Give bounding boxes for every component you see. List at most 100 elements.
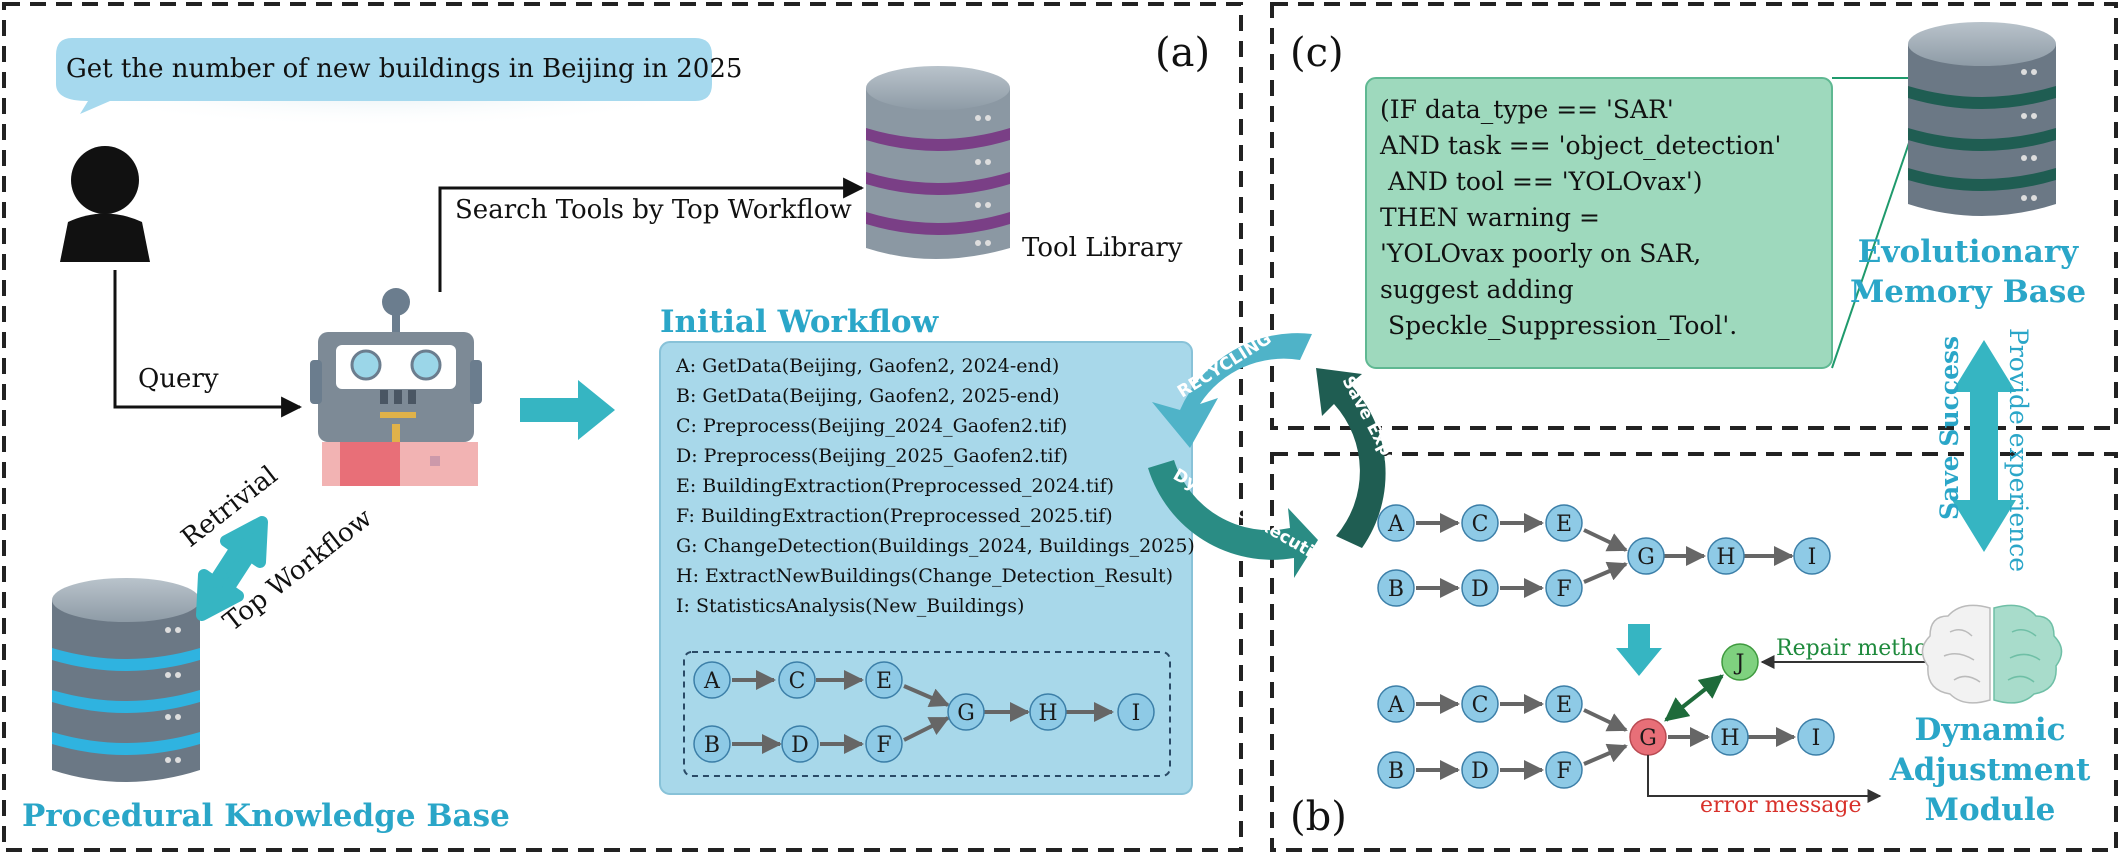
search-tools-arrow [438,177,865,292]
retrieval-double-arrow [196,516,268,621]
svg-text:A: A [703,669,721,694]
workflow-graph-frame [683,651,1171,777]
svg-text:F: F [876,733,891,758]
svg-text:F: F [1556,759,1571,784]
svg-text:A: A [1387,693,1405,718]
save-experience-arrow [1316,368,1386,548]
dynamic-adjustment-label-line1: Dynamic [1915,712,2066,748]
panel-label-a: (a) [1155,30,1210,76]
svg-text:D: D [791,733,809,758]
save-experience-label: Save Experience [1338,373,1430,522]
svg-text:D: D [1471,577,1489,602]
workflow-step: G: ChangeDetection(Buildings_2024, Build… [676,535,1195,557]
svg-text:J: J [1734,651,1745,676]
node-B: B [1377,569,1415,607]
workflow-step: B: GetData(Beijing, Gaofen2, 2025-end) [676,385,1060,407]
svg-text:H: H [1720,726,1739,751]
svg-text:H: H [1716,545,1735,570]
rule-line: AND task == 'object_detection' [1379,131,1781,160]
workflow-graph-b-top-nodes: A C E B D F G H I [1377,504,1831,607]
svg-text:B: B [1388,759,1404,784]
svg-text:C: C [1472,693,1489,718]
node-D: D [1461,751,1499,789]
node-A: A [1377,504,1415,542]
panel-label-b: (b) [1290,794,1347,840]
workflow-graph-a-nodes: A C E B D F G H I [693,661,1155,763]
workflow-step: F: BuildingExtraction(Preprocessed_2025.… [676,505,1113,527]
node-D: D [1461,569,1499,607]
dynamic-adjustment-label-line3: Module [1925,792,2056,828]
svg-text:H: H [1038,701,1057,726]
svg-text:E: E [876,669,892,694]
error-message-label: error message [1700,793,1862,818]
svg-text:B: B [1388,577,1404,602]
node-I: I [1797,718,1835,756]
node-B: B [1377,751,1415,789]
rule-line: suggest adding [1380,275,1574,304]
svg-text:D: D [1471,759,1489,784]
tool-library-database-icon [866,66,1010,259]
workflow-step: D: Preprocess(Beijing_2025_Gaofen2.tif) [676,445,1068,467]
query-bubble-text: Get the number of new buildings in Beiji… [66,54,742,84]
workflow-step: C: Preprocess(Beijing_2024_Gaofen2.tif) [676,415,1067,437]
workflow-graph-b-top-edges [1416,513,1794,598]
node-I: I [1117,693,1155,731]
procedural-kb-database-icon [52,578,200,782]
svg-text:A: A [1387,512,1405,537]
workflow-graph-a [732,670,1114,754]
node-H: H [1711,718,1749,756]
node-F: F [865,725,903,763]
svg-text:C: C [789,669,806,694]
recycling-arrow [1152,333,1312,448]
rule-line: AND tool == 'YOLOvax') [1380,167,1703,196]
svg-text:G: G [957,701,975,726]
node-F: F [1545,751,1583,789]
evolutionary-memory-label-line1: Evolutionary [1858,234,2079,270]
to-workflow-arrow [520,380,615,440]
robot-icon [310,288,482,486]
node-C: C [778,661,816,699]
rule-box [1365,77,1833,369]
rule-line: 'YOLOvax poorly on SAR, [1380,239,1701,268]
down-arrow [1616,624,1662,676]
node-E: E [865,661,903,699]
node-H: H [1029,693,1067,731]
search-tools-label: Search Tools by Top Workflow [455,195,852,225]
g-j-double-arrow [1664,674,1724,722]
node-G: G [1627,537,1665,575]
node-D: D [781,725,819,763]
node-C: C [1461,504,1499,542]
node-A: A [693,661,731,699]
node-I: I [1793,537,1831,575]
query-arrow [113,270,303,418]
svg-text:I: I [1132,701,1141,726]
evolutionary-memory-database-icon [1908,22,2056,216]
rule-line: Speckle_Suppression_Tool'. [1380,311,1737,340]
node-J-repair: J [1721,643,1759,681]
node-B: B [693,725,731,763]
svg-text:G: G [1637,545,1655,570]
error-message-arrow [1647,755,1882,803]
svg-text:I: I [1812,726,1821,751]
svg-text:E: E [1556,512,1572,537]
workflow-step: I: StatisticsAnalysis(New_Buildings) [676,595,1024,617]
tool-library-label: Tool Library [1022,233,1183,263]
node-H: H [1707,537,1745,575]
svg-text:E: E [1556,693,1572,718]
node-G-error: G [1629,718,1667,756]
rule-line: THEN warning = [1380,203,1600,232]
svg-text:G: G [1639,726,1657,751]
save-success-label: Save Success [1935,336,1964,520]
repair-method-label: Repair method [1776,636,1942,661]
node-A: A [1377,685,1415,723]
workflow-step: E: BuildingExtraction(Preprocessed_2024.… [676,475,1114,497]
svg-text:B: B [704,733,720,758]
node-F: F [1545,569,1583,607]
svg-text:I: I [1808,545,1817,570]
brain-icon [1921,604,2063,704]
node-C: C [1461,685,1499,723]
workflow-step: A: GetData(Beijing, Gaofen2, 2024-end) [675,355,1059,377]
evolutionary-memory-label-line2: Memory Base [1850,274,2086,310]
workflow-step: H: ExtractNewBuildings(Change_Detection_… [676,565,1173,587]
